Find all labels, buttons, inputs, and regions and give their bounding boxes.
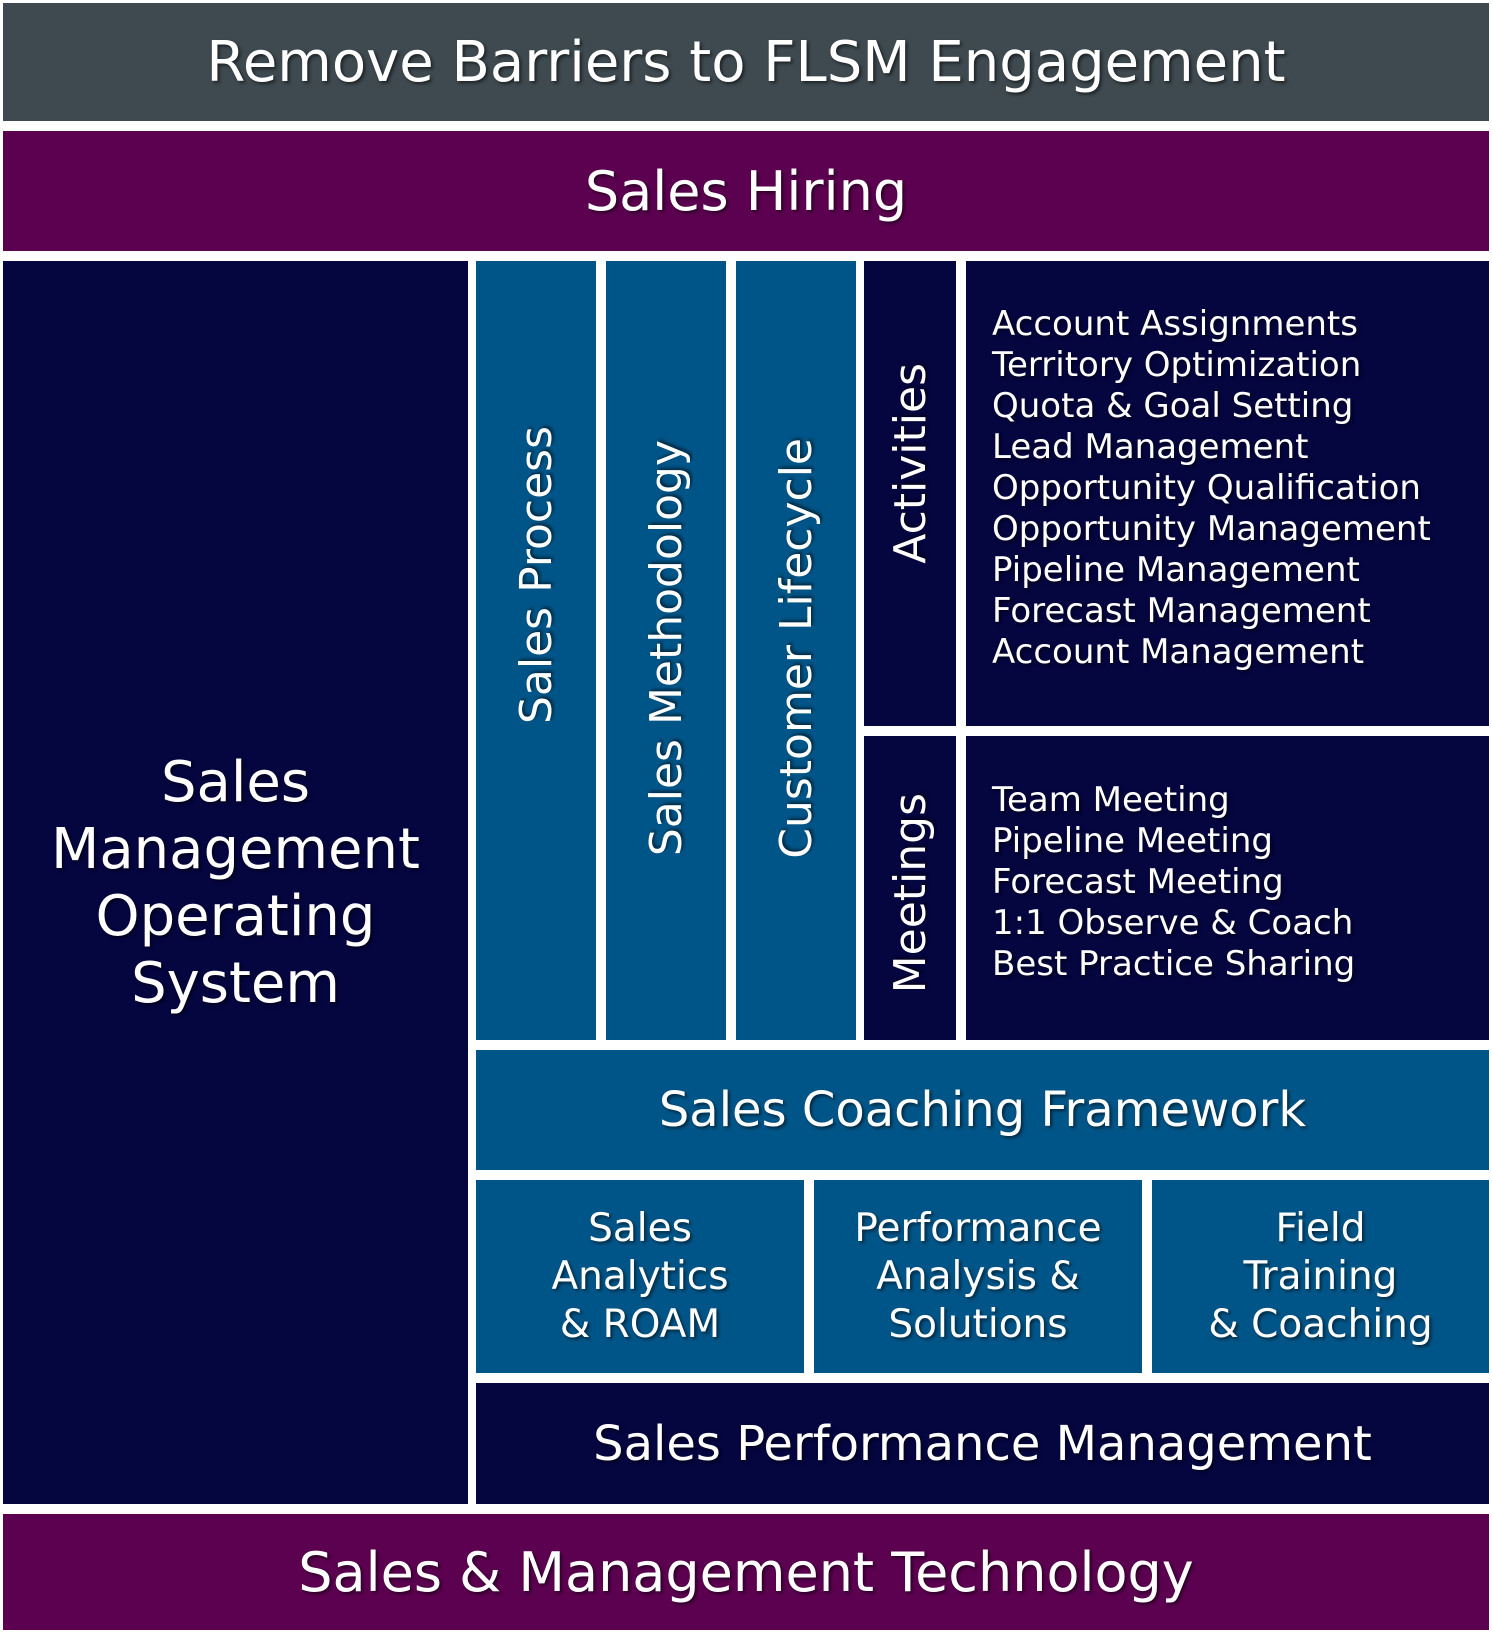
pillar-sales-methodology-text: Sales Methodology <box>640 439 692 857</box>
activities-list: Account Assignments Territory Optimizati… <box>992 304 1431 673</box>
activities-label-block: Activities <box>864 261 956 726</box>
sales-analytics-roam-text: Sales Analytics & ROAM <box>551 1205 728 1349</box>
performance-line-2: Analysis & <box>876 1253 1080 1299</box>
field-training-coaching: Field Training & Coaching <box>1152 1180 1489 1373</box>
os-line-1: Sales <box>160 749 311 815</box>
field-line-1: Field <box>1275 1205 1366 1251</box>
activity-item: Territory Optimization <box>992 345 1362 385</box>
sales-analytics-roam: Sales Analytics & ROAM <box>476 1180 804 1373</box>
meetings-label-block: Meetings <box>864 736 956 1040</box>
meeting-item: Team Meeting <box>992 780 1230 820</box>
meetings-list: Team Meeting Pipeline Meeting Forecast M… <box>992 780 1355 985</box>
pillar-sales-methodology: Sales Methodology <box>606 261 726 1040</box>
banner-sales-hiring: Sales Hiring <box>3 131 1489 251</box>
analytics-line-2: Analytics <box>551 1253 729 1299</box>
operating-system-text: Sales Management Operating System <box>51 749 420 1017</box>
activity-item: Lead Management <box>992 427 1309 467</box>
activity-item: Forecast Management <box>992 591 1371 631</box>
banner-sales-hiring-text: Sales Hiring <box>584 159 908 223</box>
meetings-label: Meetings <box>884 792 936 994</box>
os-line-2: Management <box>51 816 420 882</box>
banner-remove-barriers-text: Remove Barriers to FLSM Engagement <box>206 29 1286 95</box>
analytics-line-1: Sales <box>588 1205 692 1251</box>
analytics-line-3: & ROAM <box>559 1301 721 1347</box>
sales-coaching-framework-text: Sales Coaching Framework <box>658 1082 1307 1138</box>
pillar-customer-lifecycle: Customer Lifecycle <box>736 261 856 1040</box>
performance-analysis-solutions-text: Performance Analysis & Solutions <box>854 1205 1101 1349</box>
performance-line-3: Solutions <box>888 1301 1068 1347</box>
meeting-item: 1:1 Observe & Coach <box>992 903 1354 943</box>
meetings-list-block: Team Meeting Pipeline Meeting Forecast M… <box>966 736 1489 1040</box>
sales-performance-management-text: Sales Performance Management <box>593 1415 1372 1472</box>
field-line-2: Training <box>1243 1253 1398 1299</box>
activity-item: Pipeline Management <box>992 550 1360 590</box>
activity-item: Account Management <box>992 632 1365 672</box>
activity-item: Quota & Goal Setting <box>992 386 1354 426</box>
meeting-item: Best Practice Sharing <box>992 944 1356 984</box>
activities-label: Activities <box>884 363 936 564</box>
os-line-3: Operating <box>95 883 376 949</box>
performance-line-1: Performance <box>854 1205 1102 1251</box>
banner-sales-management-technology: Sales & Management Technology <box>3 1514 1489 1630</box>
activity-item: Opportunity Qualification <box>992 468 1421 508</box>
banner-remove-barriers: Remove Barriers to FLSM Engagement <box>3 3 1489 121</box>
meeting-item: Pipeline Meeting <box>992 821 1273 861</box>
sales-coaching-framework: Sales Coaching Framework <box>476 1050 1489 1170</box>
field-training-coaching-text: Field Training & Coaching <box>1208 1205 1432 1349</box>
pillar-sales-process-text: Sales Process <box>510 426 562 725</box>
pillar-customer-lifecycle-text: Customer Lifecycle <box>770 437 822 859</box>
meeting-item: Forecast Meeting <box>992 862 1284 902</box>
sales-management-operating-system: Sales Management Operating System <box>3 261 468 1504</box>
os-line-4: System <box>131 950 340 1016</box>
sales-performance-management: Sales Performance Management <box>476 1383 1489 1504</box>
banner-sales-management-technology-text: Sales & Management Technology <box>298 1540 1194 1604</box>
activities-list-block: Account Assignments Territory Optimizati… <box>966 261 1489 726</box>
activity-item: Account Assignments <box>992 304 1358 344</box>
performance-analysis-solutions: Performance Analysis & Solutions <box>814 1180 1142 1373</box>
pillar-sales-process: Sales Process <box>476 261 596 1040</box>
activity-item: Opportunity Management <box>992 509 1431 549</box>
field-line-3: & Coaching <box>1208 1301 1433 1347</box>
